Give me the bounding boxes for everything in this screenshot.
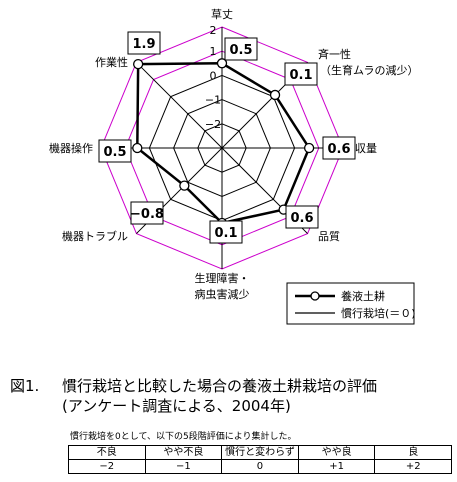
scale-value-cell: −2: [68, 459, 146, 474]
axis-label: 草丈: [211, 8, 233, 21]
figure-title-line2: (アンケート調査による、2004年): [62, 397, 291, 415]
axis-label: （生育ムラの減少）: [320, 63, 418, 77]
data-point: [133, 59, 144, 70]
tick-label: −2: [205, 118, 221, 131]
data-point: [269, 89, 281, 101]
legend-baseline-label: 慣行栽培(＝０): [341, 306, 416, 320]
legend-box: [286, 282, 415, 325]
scale-note: 慣行栽培を0として、以下の5段階評価により集計した。: [70, 432, 297, 442]
scale-value-cell: 0: [221, 459, 299, 474]
data-point: [216, 58, 228, 69]
axis-label: 作業性: [95, 55, 128, 69]
value-label: 0.1: [214, 226, 237, 241]
rating-scale-header-row: 不良 やや不良 慣行と変わらず やや良 良: [68, 445, 452, 460]
data-point: [303, 142, 315, 154]
value-box: [285, 205, 319, 229]
axis-label: 品質: [318, 229, 340, 243]
scale-header-cell: やや不良: [144, 445, 223, 460]
figure-title-line1: 慣行栽培と比較した場合の養液土耕栽培の評価: [62, 377, 378, 395]
value-box: [322, 136, 356, 160]
value-label: −0.8: [130, 207, 164, 222]
scale-header-cell: 不良: [68, 445, 146, 460]
scale-header-cell: やや良: [297, 445, 376, 460]
axis-label: 病虫害減少: [195, 287, 250, 301]
data-point: [179, 180, 190, 191]
value-label: 0.5: [229, 43, 252, 58]
value-label: 0.6: [290, 211, 313, 226]
value-box: [209, 220, 243, 244]
scale-value-cell: −1: [144, 459, 223, 474]
value-box: [284, 62, 318, 86]
data-point: [132, 142, 143, 154]
axis-label: 機器操作: [49, 141, 93, 155]
value-label: 0.6: [327, 142, 350, 157]
rating-scale-table: 不良 やや不良 慣行と変わらず やや良 良 −2 −1 0 +1 +2: [68, 445, 452, 474]
legend-series-marker: [310, 291, 320, 301]
tick-label: 0: [210, 69, 217, 82]
radar-chart: 2 1 0 −1 −2 草丈斉一性 （生育ムラの減少） 収量品質生理障害・病虫害減少 機器トラブ…: [49, 8, 418, 325]
value-label: 1.9: [132, 37, 155, 52]
figure-caption: 図1. 慣行栽培と比較した場合の養液土耕栽培の評価 (アンケート調査による、200…: [10, 376, 450, 416]
legend-series-label: 養液土耕: [341, 289, 385, 303]
value-box: [127, 31, 161, 55]
axis-label: 斉一性: [318, 47, 351, 61]
axis-label: 機器トラブル: [62, 229, 128, 243]
scale-header-cell: 良: [374, 445, 452, 460]
tick-label: −1: [205, 94, 221, 107]
scale-header-cell: 慣行と変わらず: [221, 445, 299, 460]
tick-label: 1: [210, 45, 217, 58]
value-box: [130, 201, 164, 225]
value-box: [98, 139, 132, 163]
scale-value-cell: +1: [297, 459, 376, 474]
axis-label: 生理障害・: [195, 271, 250, 285]
value-label: 0.1: [289, 68, 312, 83]
axis-label: 収量: [355, 142, 377, 155]
scale-value-cell: +2: [374, 459, 452, 474]
rating-scale-value-row: −2 −1 0 +1 +2: [68, 459, 452, 474]
value-label: 0.5: [103, 145, 126, 160]
axis-spoke: [136, 62, 223, 149]
tick-label: 2: [210, 24, 217, 37]
value-box: [224, 37, 258, 61]
figure-number: 図1.: [10, 377, 40, 395]
